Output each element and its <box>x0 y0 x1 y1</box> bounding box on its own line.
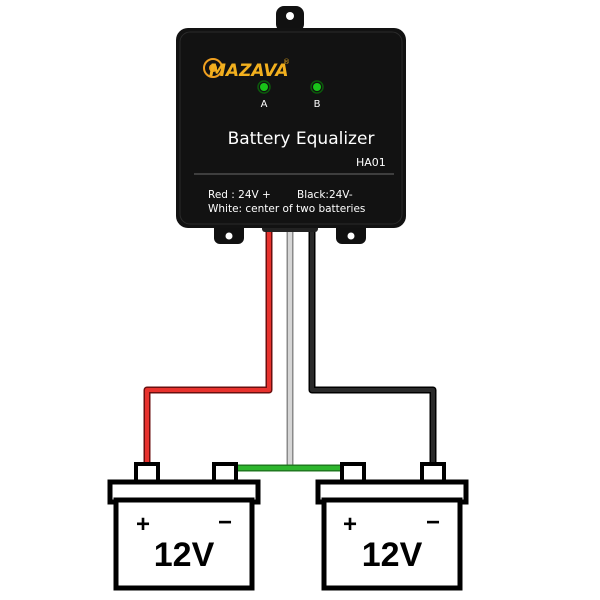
wires <box>143 228 437 472</box>
led-a-glow <box>257 80 271 94</box>
battery-right-minus-sign: − <box>426 509 440 536</box>
wiring-white-text: White: center of two batteries <box>208 203 365 215</box>
wiring-black-text: Black:24V- <box>297 189 353 201</box>
battery-right-voltage: 12V <box>362 536 423 574</box>
brand-name: MAZAVA <box>209 61 289 81</box>
battery-left-plus-sign: + <box>136 511 150 538</box>
led-a-label: A <box>261 99 268 110</box>
hanging-hole <box>286 12 294 20</box>
wiring-red-text: Red : 24V + <box>208 189 271 201</box>
battery-left-voltage: 12V <box>154 536 215 574</box>
battery-right: + − 12V <box>315 462 469 591</box>
device-housing-bevel <box>179 31 403 225</box>
red-wire-core <box>145 228 271 470</box>
black-wire-core <box>310 228 435 470</box>
red-wire <box>143 228 273 470</box>
brand-logo: MAZAVA ® <box>203 58 290 81</box>
led-a-icon <box>260 83 268 91</box>
device-title: Battery Equalizer <box>228 129 375 149</box>
sun-logo-icon <box>203 58 223 78</box>
led-b-icon <box>313 83 321 91</box>
sun-logo-core <box>209 64 217 72</box>
battery-left-minus-sign: − <box>218 509 232 536</box>
battery-left-case <box>113 497 255 591</box>
mounting-hole-left <box>225 232 233 240</box>
equalizer-device: MAZAVA ® A B Battery Equalizer HA01 Red … <box>176 6 406 244</box>
black-wire <box>308 228 437 470</box>
model-number: HA01 <box>356 156 386 169</box>
battery-right-case <box>321 497 463 591</box>
battery-right-plus-sign: + <box>343 511 357 538</box>
battery-left: + − 12V <box>107 462 261 591</box>
device-housing <box>176 28 406 228</box>
led-b-label: B <box>314 99 321 110</box>
registered-mark: ® <box>283 58 290 66</box>
mounting-hole-right <box>347 232 355 240</box>
led-b-glow <box>310 80 324 94</box>
